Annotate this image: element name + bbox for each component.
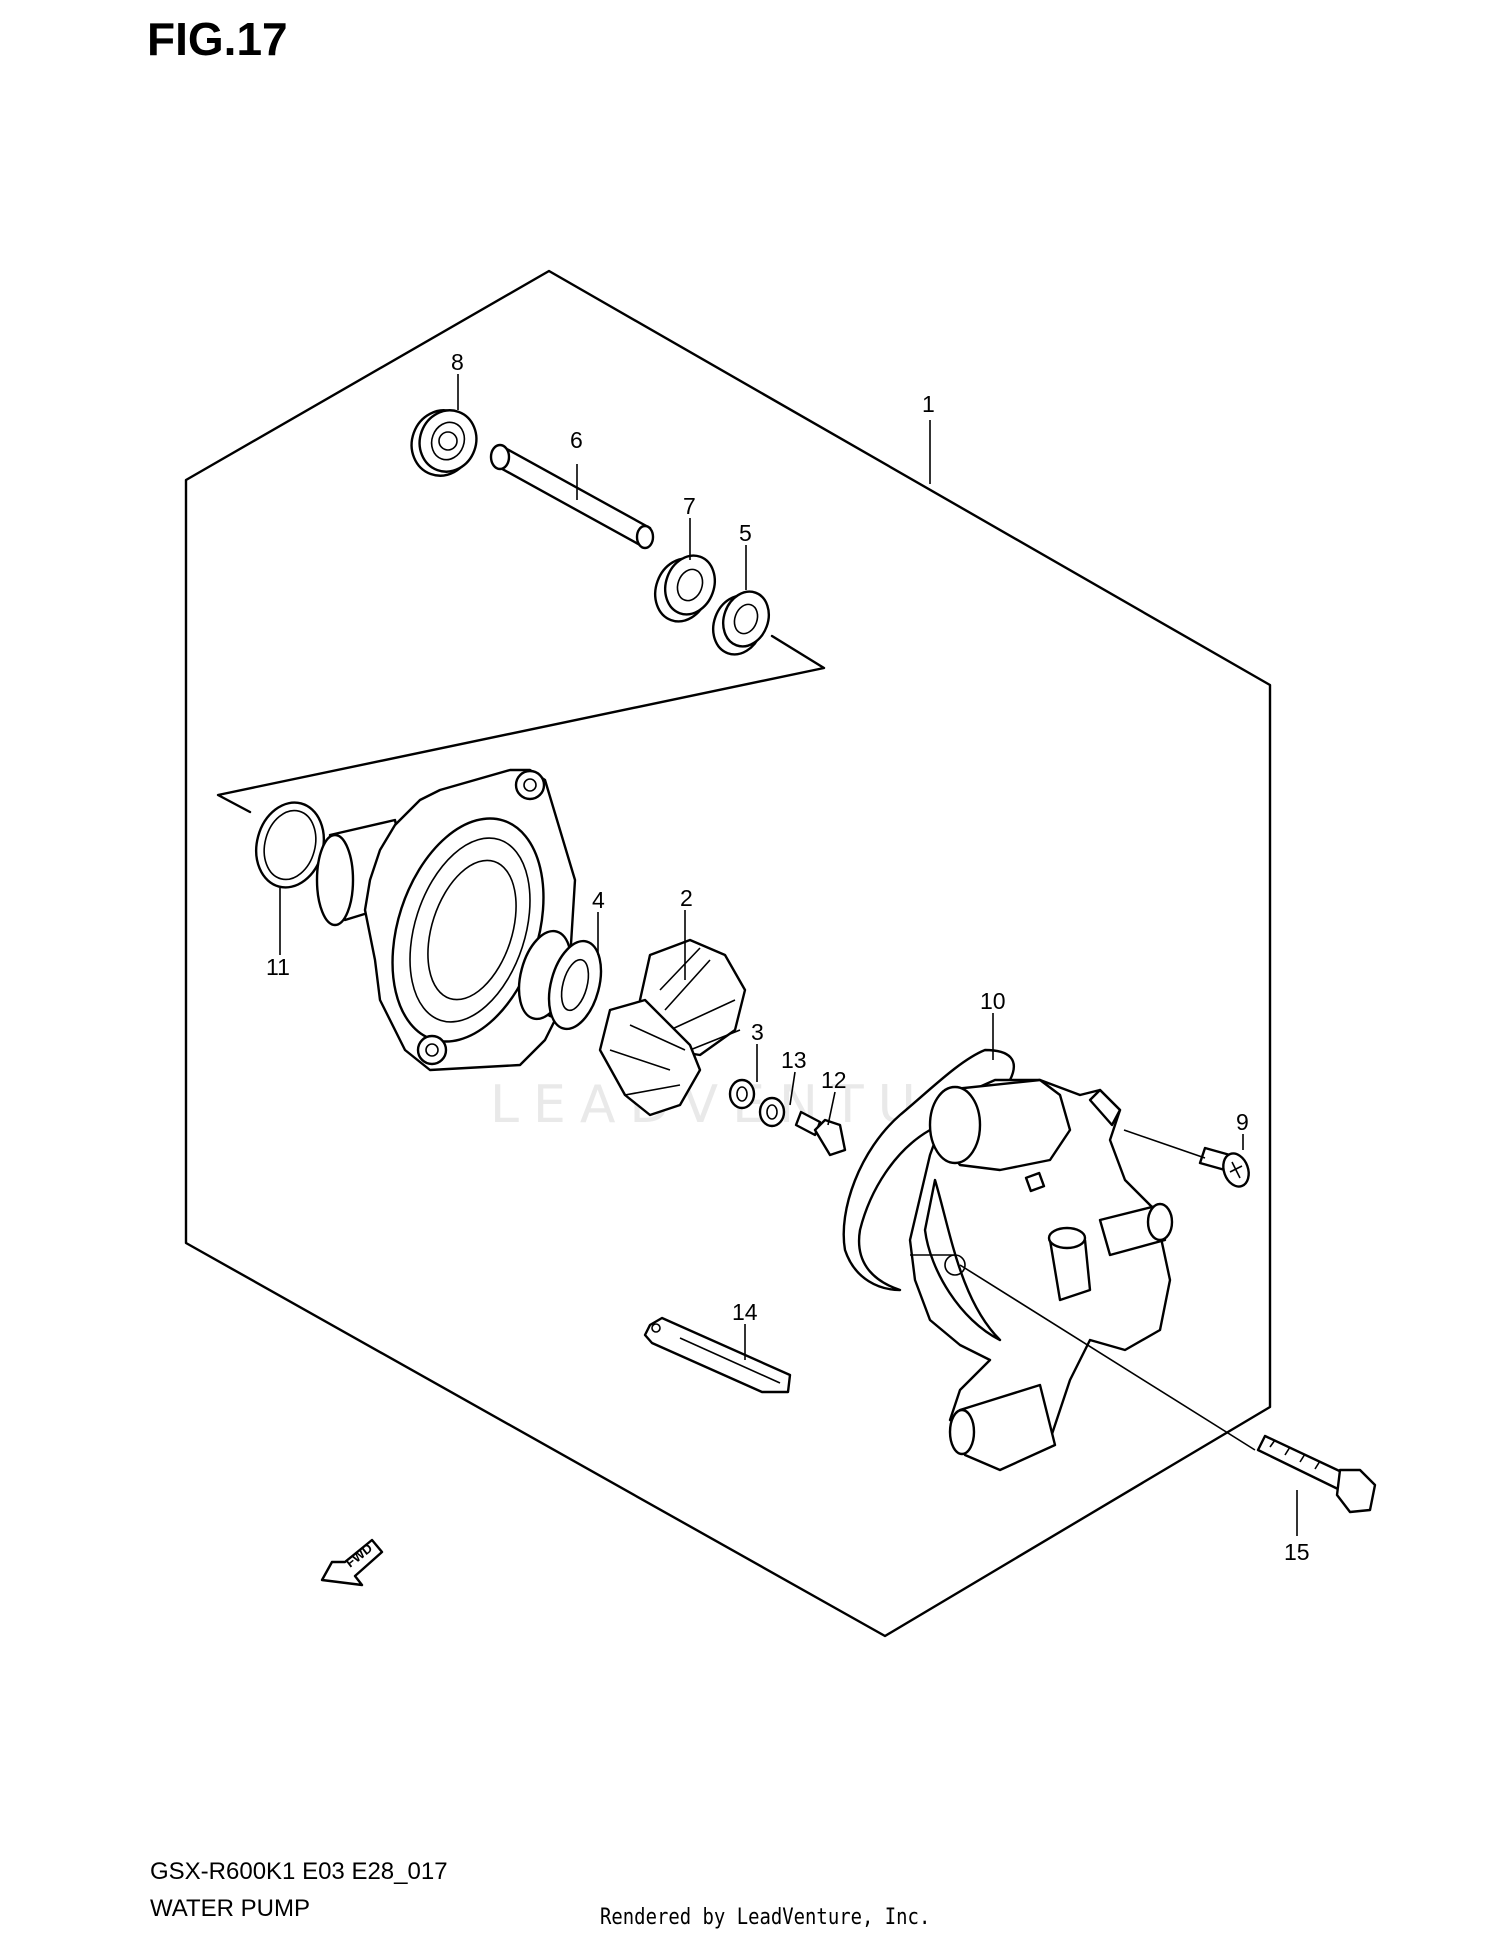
callout-13: 13: [781, 1047, 807, 1073]
impeller-2: [598, 938, 747, 1117]
bolt-12: [794, 1110, 847, 1157]
diagram-name: WATER PUMP: [150, 1895, 310, 1922]
callout-14: 14: [732, 1299, 758, 1325]
callout-7: 7: [683, 493, 696, 519]
callout-4: 4: [592, 887, 605, 913]
callout-9: 9: [1236, 1109, 1249, 1135]
seal-5: [712, 590, 770, 656]
bearing-7: [654, 554, 716, 623]
model-code: GSX-R600K1 E03 E28_017: [150, 1858, 448, 1885]
callout-12: 12: [821, 1067, 847, 1093]
callout-10: 10: [980, 988, 1006, 1014]
callout-5: 5: [739, 520, 752, 546]
clip-14: [643, 1316, 792, 1394]
mechanical-seal-4: [517, 929, 603, 1031]
callout-11: 11: [266, 954, 290, 980]
render-credit: Rendered by LeadVenture, Inc.: [600, 1905, 931, 1930]
callout-1: 1: [922, 391, 935, 417]
washer-3: [728, 1078, 756, 1110]
washer-13: [758, 1096, 786, 1128]
leader-lines: [279, 374, 1298, 1536]
figure-title: FIG.17: [147, 13, 288, 65]
bolt-15: [1256, 1434, 1377, 1514]
callout-8: 8: [451, 349, 464, 375]
assembly-outline: [184, 269, 1272, 1638]
bearing-8: [410, 409, 478, 477]
fwd-arrow-icon: FWD: [320, 1538, 384, 1587]
pump-housing: [315, 768, 577, 1072]
screw-9: [1198, 1146, 1250, 1188]
pump-cover: [908, 1078, 1174, 1472]
callout-15: 15: [1284, 1539, 1310, 1565]
shaft-6: [489, 443, 655, 550]
callout-numbers: 1 2 3 4 5 6 7 8 9 10 11 12 13 14 15: [266, 349, 1310, 1565]
callout-3: 3: [751, 1019, 764, 1045]
o-ring-11: [255, 801, 325, 889]
callout-2: 2: [680, 885, 693, 911]
callout-6: 6: [570, 427, 583, 453]
